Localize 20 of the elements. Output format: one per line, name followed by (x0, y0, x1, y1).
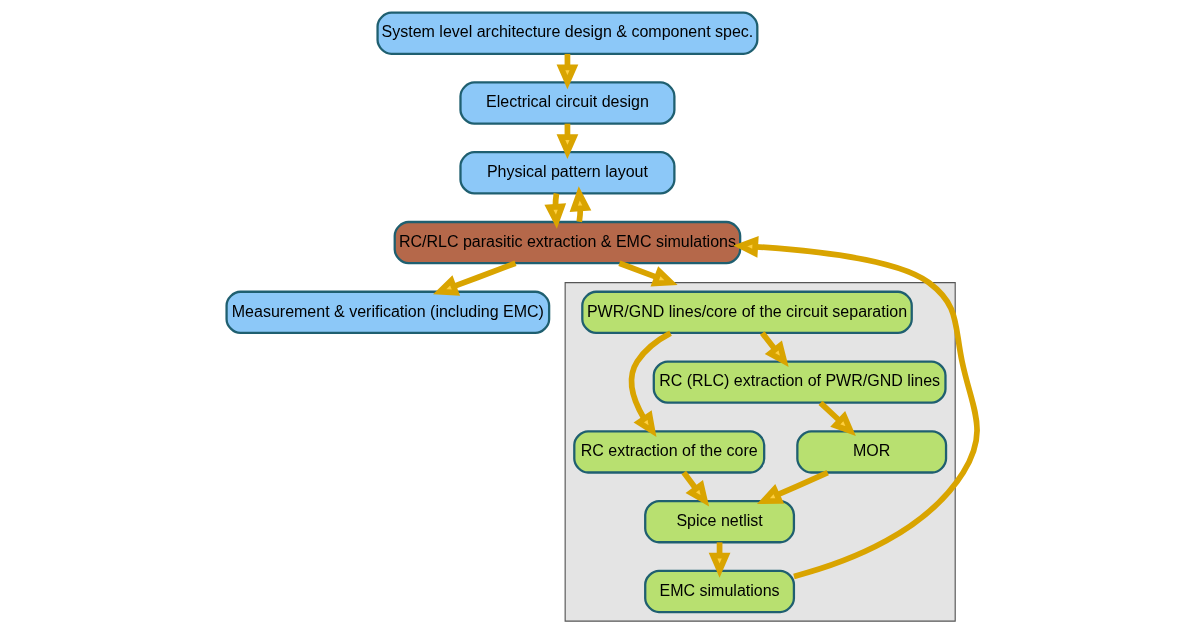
arrow (617, 260, 678, 287)
arrow (756, 469, 829, 504)
arrow (732, 236, 980, 580)
node-box: Electrical circuit design (458, 81, 676, 125)
arrow (681, 470, 709, 507)
arrow (628, 330, 672, 438)
node-box: Measurement & verification (including EMC) (224, 290, 550, 335)
node-box: RC extraction of the core (572, 430, 765, 474)
node-box: EMC simulations (643, 569, 795, 614)
node-box: PWR/GND lines/core of the circuit separation (580, 290, 913, 335)
arrow (818, 400, 856, 436)
arrow (432, 260, 516, 296)
arrow (759, 331, 789, 367)
node-box: RC/RLC parasitic extraction & EMC simulations (393, 220, 741, 265)
node-box: RC (RLC) extraction of PWR/GND lines (652, 360, 947, 404)
node-box: Physical pattern layout (458, 151, 676, 195)
cluster (564, 282, 956, 622)
node-box: Spice netlist (643, 499, 795, 544)
node-box: System level architecture design & component spec. (375, 11, 758, 55)
node-box: MOR (795, 430, 947, 474)
